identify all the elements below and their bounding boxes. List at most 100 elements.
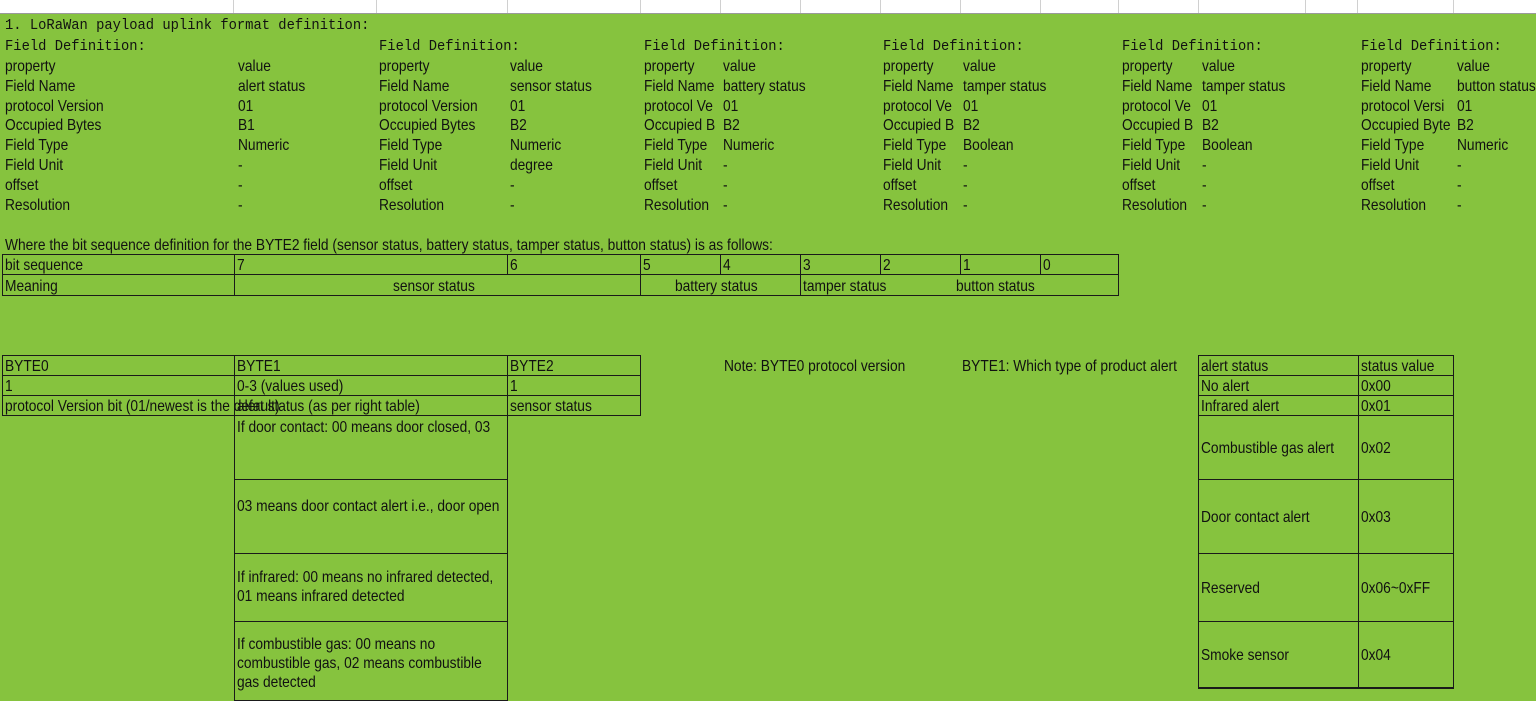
field-property: Resolution (1122, 196, 1188, 214)
field-value: B2 (510, 117, 527, 135)
field-property: Resolution (644, 196, 710, 214)
field-value: button status (1457, 77, 1536, 95)
field-property: Field Name (5, 77, 76, 95)
byte0-value: 1 (5, 378, 13, 395)
note-door-open: 03 means door contact alert i.e., door o… (237, 498, 500, 515)
field-property: offset (1122, 176, 1156, 194)
field-value: value (1457, 58, 1490, 75)
field-value: - (1457, 196, 1462, 214)
field-property: offset (1361, 176, 1395, 194)
note-byte0: Note: BYTE0 protocol version (724, 358, 906, 375)
field-value: degree (510, 157, 553, 174)
bit-0: 0 (1043, 257, 1051, 274)
note-door-closed: If door contact: 00 means door closed, 0… (237, 419, 491, 436)
bit-cell (880, 254, 961, 275)
field-property: Field Unit (1122, 157, 1181, 174)
alert-reserved: Reserved (1201, 580, 1260, 597)
field-value: Boolean (1202, 137, 1253, 155)
field-value: B2 (723, 117, 740, 135)
bit-cell (234, 254, 508, 275)
alert-smoke-sensor: Smoke sensor (1201, 647, 1289, 664)
field-property: property (883, 58, 934, 75)
byte1-header: BYTE1 (237, 358, 281, 375)
column-divider (640, 0, 641, 13)
bit-cell (960, 254, 1041, 275)
value-no-alert: 0x00 (1361, 378, 1391, 395)
field-property: property (1122, 58, 1173, 75)
field-property: Field Name (1122, 77, 1193, 95)
field-property: property (379, 58, 430, 75)
meaning-cell (800, 274, 1119, 296)
field-definition-heading: Field Definition: (644, 38, 785, 55)
column-divider (1198, 0, 1199, 13)
field-property: property (644, 58, 695, 75)
field-value: B2 (1457, 117, 1474, 135)
bit-cell (640, 254, 721, 275)
field-value: - (963, 157, 968, 174)
field-property: protocol Version (5, 97, 104, 115)
column-divider (376, 0, 377, 13)
byte2-header: BYTE2 (510, 358, 554, 375)
byte0-description: protocol Version bit (01/newest is the d… (5, 398, 280, 415)
field-value: Numeric (1457, 137, 1509, 155)
column-divider (233, 0, 234, 13)
field-property: Field Unit (1361, 157, 1420, 174)
field-value: - (723, 157, 728, 174)
byte-cell (507, 375, 641, 396)
field-property: Field Unit (883, 157, 942, 174)
bit-sequence-note: Where the bit sequence definition for th… (5, 237, 773, 254)
field-value: value (510, 58, 543, 75)
field-property: Field Type (1122, 137, 1186, 155)
bit-4: 4 (723, 257, 731, 274)
value-infrared: 0x01 (1361, 398, 1391, 415)
field-property: Resolution (5, 196, 71, 214)
field-value: sensor status (510, 77, 592, 95)
byte1-description: alert status (as per right table) (237, 398, 420, 415)
alert-no-alert: No alert (1201, 378, 1250, 395)
field-value: value (723, 58, 756, 75)
field-property: protocol Versi (1361, 97, 1445, 115)
field-value: - (238, 196, 243, 214)
field-value: - (723, 196, 728, 214)
value-reserved: 0x06~0xFF (1361, 580, 1431, 597)
byte-cell (2, 375, 235, 396)
bit-sequence-label: bit sequence (5, 257, 84, 274)
field-value: - (1202, 196, 1207, 214)
field-value: battery status (723, 77, 806, 95)
field-value: Numeric (238, 137, 290, 155)
status-value-header: status value (1361, 358, 1435, 375)
field-value: tamper status (1202, 77, 1286, 95)
column-divider (1453, 0, 1454, 13)
meaning-button-status: button status (956, 278, 1035, 295)
column-header-strip (0, 0, 1536, 14)
field-property: protocol Version (379, 97, 478, 115)
field-value: - (963, 176, 968, 194)
field-value: 01 (1457, 97, 1473, 115)
page-title: 1. LoRaWan payload uplink format definit… (5, 17, 370, 34)
field-value: - (1202, 157, 1207, 174)
field-definition-heading: Field Definition: (5, 38, 146, 55)
field-property: Field Type (883, 137, 947, 155)
field-value: B2 (963, 117, 980, 135)
field-property: Field Type (5, 137, 69, 155)
field-property: offset (379, 176, 413, 194)
field-value: 01 (963, 97, 979, 115)
field-value: value (963, 58, 996, 75)
bit-1: 1 (963, 257, 971, 274)
field-definition-heading: Field Definition: (1122, 38, 1263, 55)
byte2-description: sensor status (510, 398, 592, 415)
note-combustible-gas: If combustible gas: 00 means no combusti… (237, 636, 482, 691)
field-property: Occupied Bytes (5, 117, 102, 135)
field-property: Field Unit (5, 157, 64, 174)
value-door-contact: 0x03 (1361, 509, 1391, 526)
field-value: value (1202, 58, 1235, 75)
field-definition-heading: Field Definition: (883, 38, 1024, 55)
bit-6: 6 (510, 257, 518, 274)
field-value: - (963, 196, 968, 214)
value-smoke-sensor: 0x04 (1361, 647, 1391, 664)
field-property: property (1361, 58, 1412, 75)
field-property: Occupied B (644, 117, 716, 135)
column-divider (1305, 0, 1306, 13)
field-property: protocol Ve (883, 97, 952, 115)
bit-2: 2 (883, 257, 891, 274)
